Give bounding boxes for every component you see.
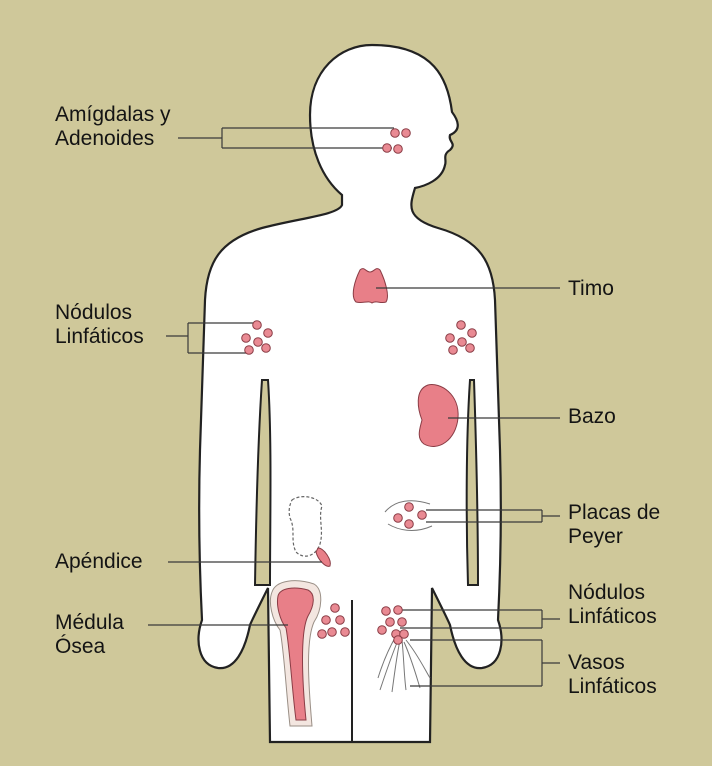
lymph-node-tonsil [383,144,392,153]
label-tonsils-line2: Adenoides [55,127,171,151]
label-peyer-line1: Placas de [568,501,660,525]
label-vessels-line2: Linfáticos [568,675,657,699]
lymph-node-axilla-left [245,346,254,355]
lymph-node-axilla-left [262,344,271,353]
lymph-node-axilla-left [264,329,273,338]
label-vessels: Vasos Linfáticos [568,651,657,699]
lymph-node-groin-left [331,604,340,613]
lymph-node-groin-right [378,626,387,635]
lymph-node-groin-left [322,616,331,625]
label-spleen-line1: Bazo [568,405,616,429]
label-nodes-left-line2: Linfáticos [55,325,144,349]
lymph-node-groin-left [336,616,345,625]
lymph-node-axilla-right [466,344,475,353]
lymph-node-groin-left [341,628,350,637]
label-nodes-groin: Nódulos Linfáticos [568,581,657,629]
label-nodes-groin-line1: Nódulos [568,581,657,605]
lymph-node-axilla-left [254,338,263,347]
lymph-node-groin-left [318,630,327,639]
lymph-node-tonsil [402,129,411,138]
label-spleen: Bazo [568,405,616,429]
lymph-node-axilla-right [468,329,477,338]
label-peyer-line2: Peyer [568,525,660,549]
lymph-node-vessel-top [394,636,403,645]
label-tonsils-line1: Amígdalas y [55,103,171,127]
label-appendix-line1: Apéndice [55,550,143,574]
lymph-node-groin-right [386,618,395,627]
lymph-node-peyer [405,520,414,529]
lymph-node-peyer [394,514,403,523]
label-vessels-line1: Vasos [568,651,657,675]
label-nodes-left: Nódulos Linfáticos [55,301,144,349]
lymph-node-groin-right [398,618,407,627]
lymph-node-axilla-right [449,346,458,355]
lymph-node-axilla-right [446,334,455,343]
label-marrow-line1: Médula [55,611,124,635]
thymus-organ [353,269,387,303]
lymph-node-axilla-left [253,321,262,330]
lymph-node-tonsil [391,129,400,138]
lymph-node-peyer [418,511,427,520]
lymph-node-groin-right [394,606,403,615]
lymph-node-groin-left [328,628,337,637]
label-nodes-left-line1: Nódulos [55,301,144,325]
lymph-node-axilla-right [458,338,467,347]
lymph-node-peyer [405,503,414,512]
label-thymus-line1: Timo [568,277,614,301]
label-thymus: Timo [568,277,614,301]
label-peyer: Placas de Peyer [568,501,660,549]
lymph-node-groin-right [382,607,391,616]
label-appendix: Apéndice [55,550,143,574]
lymph-node-tonsil [394,145,403,154]
label-marrow: Médula Ósea [55,611,124,659]
lymph-node-axilla-right [457,321,466,330]
label-tonsils: Amígdalas y Adenoides [55,103,171,151]
label-marrow-line2: Ósea [55,635,124,659]
lymph-node-axilla-left [242,334,251,343]
label-nodes-groin-line2: Linfáticos [568,605,657,629]
